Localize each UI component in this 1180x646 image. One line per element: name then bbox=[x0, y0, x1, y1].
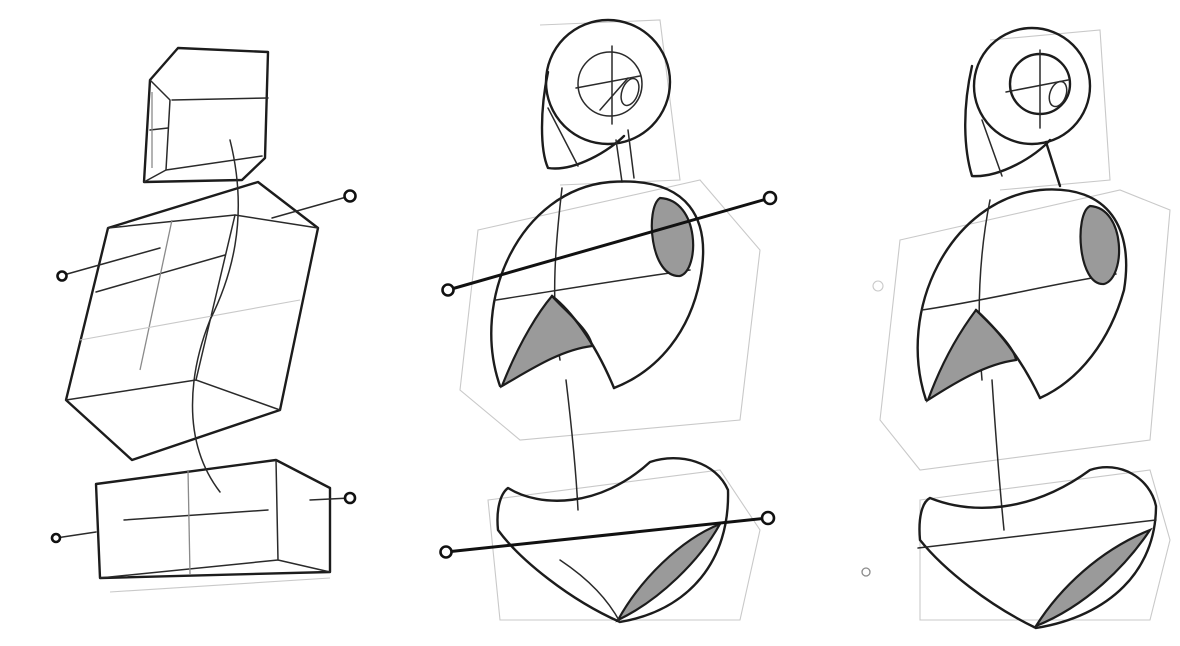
box-mannequin bbox=[50, 46, 357, 593]
pelvis-box bbox=[94, 458, 332, 593]
axis-rods bbox=[439, 190, 778, 559]
ribcage-form bbox=[490, 180, 705, 390]
axis-rods bbox=[861, 280, 884, 577]
ribcage-form bbox=[916, 188, 1128, 403]
shaded-form-mannequin bbox=[439, 18, 778, 624]
construction-guides bbox=[879, 29, 1171, 621]
refined-sketch-mannequin bbox=[861, 26, 1171, 630]
head-sphere bbox=[964, 26, 1092, 178]
head-sphere bbox=[540, 18, 672, 170]
head-cube bbox=[142, 46, 270, 184]
spine-line bbox=[191, 139, 240, 493]
ribcage-box bbox=[64, 180, 320, 462]
pelvis-form bbox=[917, 466, 1158, 630]
axis-rods bbox=[50, 189, 357, 544]
pelvis-form bbox=[496, 457, 730, 624]
